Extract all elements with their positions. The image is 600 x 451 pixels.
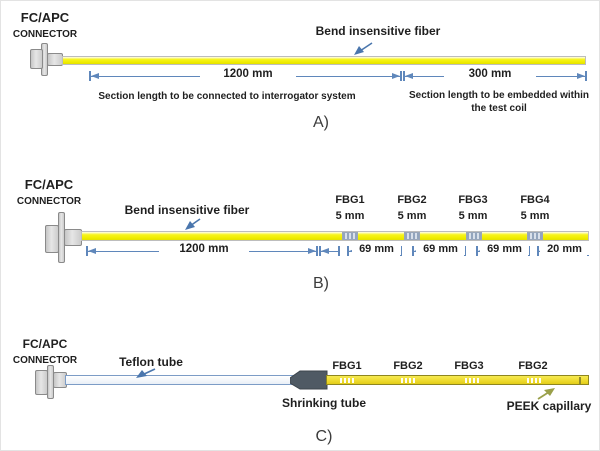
down-left-arrow-icon — [136, 368, 156, 378]
dim-label-1200mm: 1200 mm — [200, 68, 296, 80]
fbg-mark — [527, 378, 541, 383]
dim-label-300mm: 300 mm — [444, 68, 536, 80]
fbg-mark — [465, 378, 479, 383]
fbg4-label-b: FBG4 — [520, 194, 550, 206]
dim-label-69mm: 69 mm — [480, 243, 529, 255]
teflon-tube-label: Teflon tube — [119, 355, 183, 369]
fbg-mark — [340, 378, 354, 383]
fbg-mark — [342, 232, 358, 240]
fbg3-size-label: 5 mm — [458, 210, 488, 222]
dim-label-69mm: 69 mm — [416, 243, 465, 255]
down-left-arrow-icon — [354, 42, 373, 55]
up-right-arrow-icon — [537, 388, 555, 400]
fcapc-title-c: FC/APC — [22, 337, 68, 351]
dim-label-1200mm: 1200 mm — [159, 243, 249, 255]
fiber-b — [81, 231, 589, 241]
shrinking-tube-label: Shrinking tube — [282, 396, 366, 410]
fbg-mark — [527, 232, 543, 240]
dim-tick — [86, 246, 88, 256]
fcapc-subtitle-c: CONNECTOR — [12, 355, 78, 366]
peek-capillary-label: PEEK capillary — [506, 399, 592, 413]
connector-ferrule — [64, 229, 82, 246]
fiber-a — [62, 56, 586, 65]
connector-body — [30, 49, 43, 69]
dim-tick — [476, 246, 478, 256]
fbg1-label-c: FBG1 — [332, 360, 362, 372]
connector-body — [35, 370, 48, 395]
dim-label-69mm: 69 mm — [352, 243, 401, 255]
dim-tick — [347, 246, 349, 256]
fbg-mark — [466, 232, 482, 240]
dim-tick — [403, 71, 405, 81]
fbg2-label-c: FBG2 — [393, 360, 423, 372]
fbg2-size-label: 5 mm — [397, 210, 427, 222]
section-caption-a: A) — [313, 114, 329, 131]
peek-capillary — [326, 375, 589, 385]
dim-tick — [316, 246, 318, 256]
dim-tick — [537, 246, 539, 256]
fcapc-title-b: FC/APC — [24, 177, 74, 192]
dim-tick — [412, 246, 414, 256]
section-caption-b: B) — [313, 275, 329, 292]
dim-tick — [89, 71, 91, 81]
teflon-tube — [65, 375, 296, 385]
dim-tick — [338, 246, 340, 256]
embedded-section-description-line2: the test coil — [471, 103, 527, 114]
embedded-section-description-line1: Section length to be embedded within — [408, 90, 589, 101]
connector-body — [45, 225, 59, 253]
dim-arrowhead-right — [577, 72, 585, 79]
fbg3-label-b: FBG3 — [458, 194, 488, 206]
fcapc-subtitle-a: CONNECTOR — [12, 29, 78, 40]
dim-label-20mm: 20 mm — [540, 243, 589, 255]
fbg1-size-label: 5 mm — [335, 210, 365, 222]
fbg4-size-label: 5 mm — [520, 210, 550, 222]
fbg1-label-b: FBG1 — [335, 194, 365, 206]
dim-tick — [319, 246, 321, 256]
bend-insensitive-fiber-label-a: Bend insensitive fiber — [315, 24, 441, 38]
peek-capillary-end-divider — [579, 376, 581, 384]
fbg4-label-c: FBG2 — [518, 360, 548, 372]
fcapc-subtitle-b: CONNECTOR — [16, 196, 82, 207]
dim-arrowhead-right — [308, 247, 316, 254]
fcapc-title-a: FC/APC — [20, 10, 70, 25]
fbg-mark — [404, 232, 420, 240]
lead-section-description: Section length to be connected to interr… — [98, 91, 356, 102]
dim-line — [320, 250, 339, 253]
fbg-mark — [401, 378, 415, 383]
dim-tick — [585, 71, 587, 81]
dim-arrowhead-right — [392, 72, 400, 79]
section-caption-c: C) — [315, 428, 333, 445]
down-left-arrow-icon — [185, 218, 201, 230]
bend-insensitive-fiber-label-b: Bend insensitive fiber — [124, 203, 250, 217]
dim-tick — [400, 71, 402, 81]
shrinking-tube — [290, 370, 328, 390]
fbg3-label-c: FBG3 — [454, 360, 484, 372]
fbg2-label-b: FBG2 — [397, 194, 427, 206]
connector-ferrule — [47, 53, 63, 66]
